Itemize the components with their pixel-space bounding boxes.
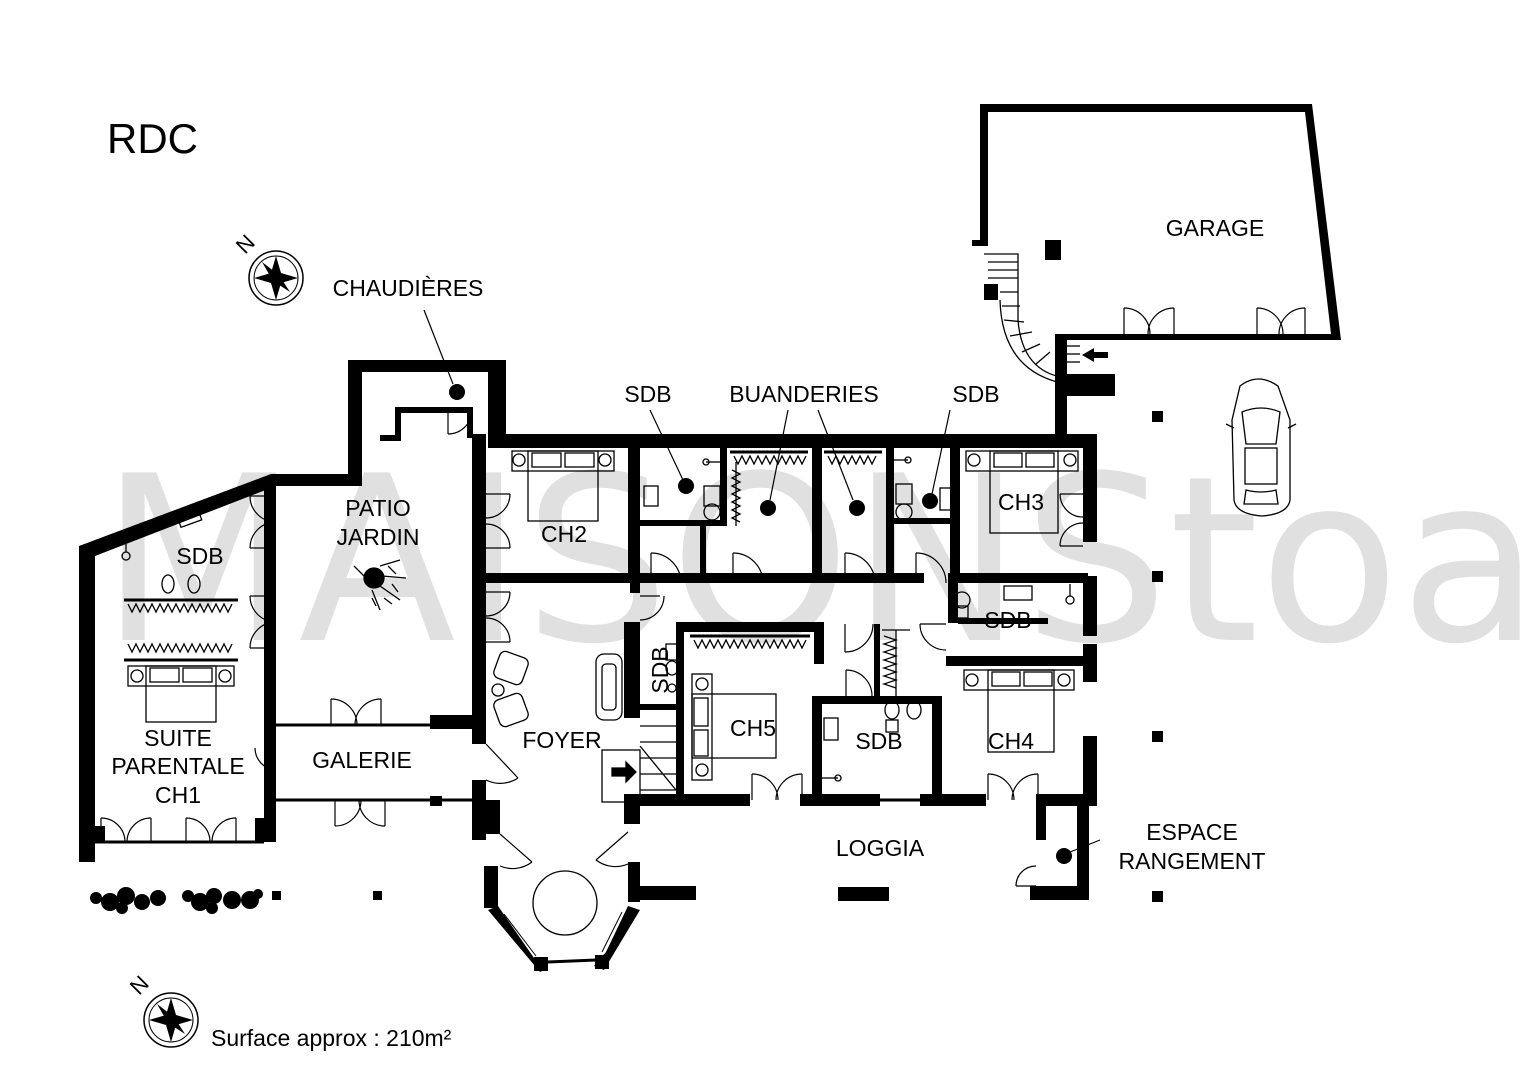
plant-icon bbox=[353, 559, 407, 611]
compass-bottom-letter: N bbox=[125, 971, 154, 1000]
leader-lines bbox=[423, 309, 1101, 853]
bed-ch3-icon bbox=[965, 450, 1079, 534]
label-jardin: JARDIN bbox=[336, 524, 419, 550]
label-sdb-suite: SDB bbox=[176, 543, 223, 569]
car-icon bbox=[1225, 378, 1297, 517]
label-loggia: LOGGIA bbox=[836, 835, 925, 861]
pillars bbox=[272, 411, 1163, 902]
surface-label: Surface approx : 210m² bbox=[211, 1025, 452, 1051]
label-sdb-right: SDB bbox=[984, 607, 1031, 633]
label-ch3: CH3 bbox=[998, 489, 1044, 515]
hedge-icon bbox=[90, 887, 263, 914]
label-patio: PATIO bbox=[345, 495, 411, 521]
doors bbox=[100, 409, 1084, 887]
level-title: RDC bbox=[107, 115, 198, 162]
compass-top-icon: N bbox=[231, 230, 304, 306]
label-espace: ESPACE bbox=[1146, 819, 1238, 845]
foyer-seating bbox=[491, 650, 623, 728]
label-sdb-vertical: SDB bbox=[647, 646, 673, 693]
label-ch2: CH2 bbox=[541, 521, 587, 547]
label-foyer: FOYER bbox=[522, 727, 601, 753]
bed-ch5-icon bbox=[691, 673, 777, 781]
label-buanderies: BUANDERIES bbox=[729, 381, 879, 407]
label-chaudieres: CHAUDIÈRES bbox=[333, 275, 484, 301]
house-walls bbox=[79, 360, 1097, 972]
wardrobe-icons bbox=[124, 450, 910, 696]
room-labels: CHAUDIÈRES PATIO JARDIN SDB SUITE PARENT… bbox=[111, 275, 1265, 874]
bath-fixtures bbox=[121, 456, 1075, 782]
label-garage: GARAGE bbox=[1166, 215, 1264, 241]
markers bbox=[449, 384, 1072, 864]
stair-foyer bbox=[601, 725, 680, 803]
label-sdb-top-right: SDB bbox=[952, 381, 999, 407]
label-parentale: PARENTALE bbox=[111, 753, 244, 779]
bed-ch4-icon bbox=[963, 669, 1075, 753]
label-sdb-center: SDB bbox=[855, 728, 902, 754]
compass-top-letter: N bbox=[231, 230, 260, 259]
label-sdb-top-left: SDB bbox=[624, 381, 671, 407]
bed-ch1-icon bbox=[127, 665, 235, 723]
bed-ch2-icon bbox=[511, 450, 615, 522]
furniture bbox=[121, 450, 1079, 782]
label-ch5: CH5 bbox=[730, 715, 776, 741]
garage-walls bbox=[972, 104, 1341, 434]
label-suite: SUITE bbox=[144, 725, 212, 751]
label-rangement: RANGEMENT bbox=[1119, 848, 1266, 874]
compass-bottom-icon: N bbox=[125, 971, 199, 1048]
label-ch4: CH4 bbox=[988, 728, 1034, 754]
label-galerie: GALERIE bbox=[312, 747, 412, 773]
label-ch1: CH1 bbox=[155, 782, 201, 808]
